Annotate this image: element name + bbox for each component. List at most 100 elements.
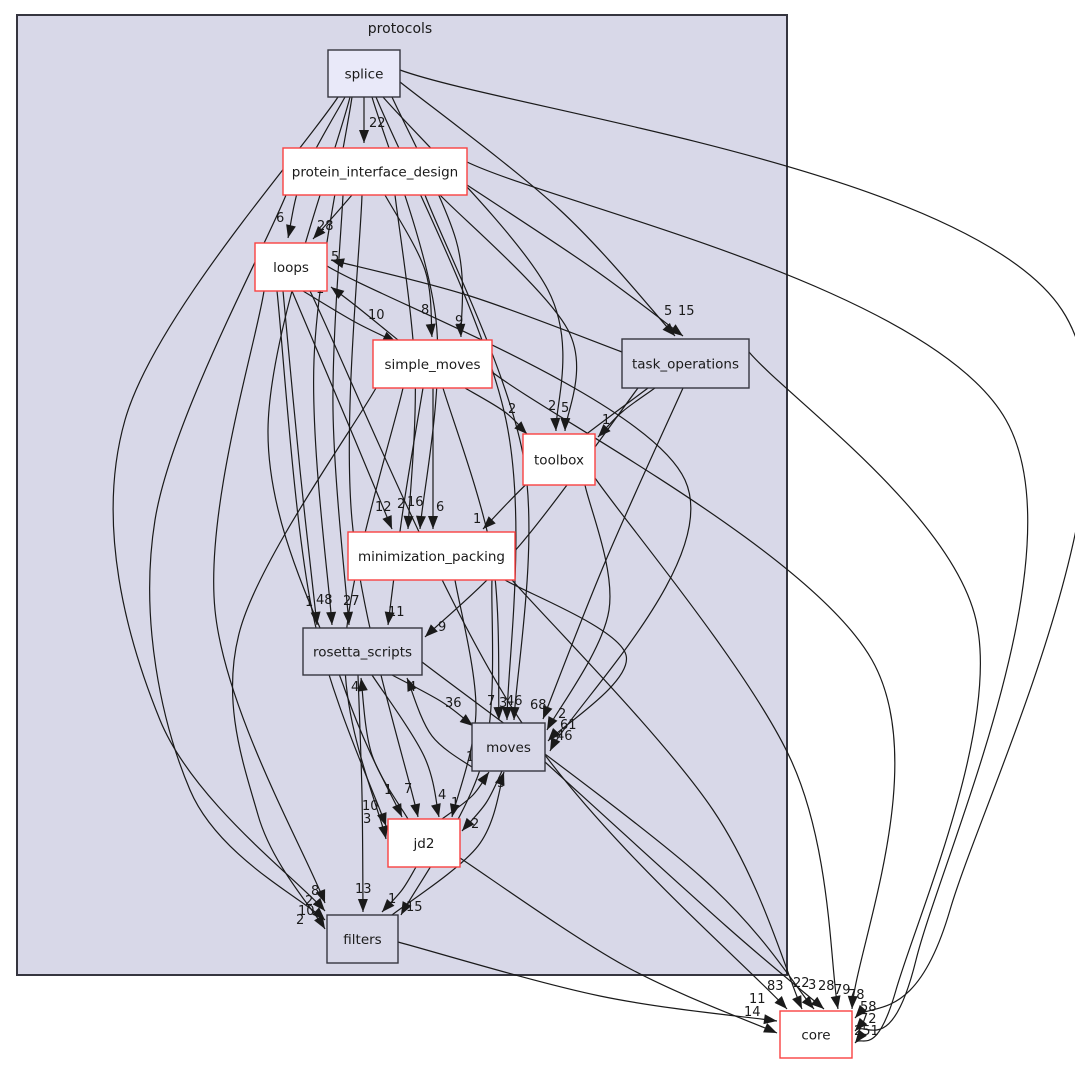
edge-label: 5 [561,401,569,416]
edge-label: 5 [664,304,672,319]
edge-label: 4 [438,788,446,803]
edge-label: 22 [369,116,386,131]
edge-moves-to-core [544,761,825,1010]
cluster-title: protocols [368,21,432,37]
edge-label: 9 [438,620,446,635]
edge-label: 2 [508,402,516,417]
edge-line [748,351,981,1044]
edge-task_operations-to-toolbox [597,387,656,438]
node-box[interactable] [254,242,328,292]
edge-line [357,674,364,913]
edge-line [384,194,433,338]
node-core[interactable]: core [779,1010,853,1059]
edge-label: 1 [602,413,610,428]
edge-label: 13 [355,882,372,897]
node-box[interactable] [372,339,493,389]
arrowhead-icon [830,995,841,1009]
edge-label: 12 [375,500,392,515]
edge-line [459,857,778,1034]
node-simple_moves[interactable]: simple_moves [372,339,493,389]
edge-minimization_packing-to-jd2 [449,579,477,818]
edge-label: 79 [834,983,851,998]
node-label: jd2 [413,836,435,852]
arrowhead-icon [425,624,438,637]
edge-label: 28 [818,979,835,994]
edge-line [382,96,564,432]
edge-splice-to-jd2 [267,96,403,818]
arrowhead-icon [378,825,389,839]
edge-loops-to-filters [213,290,326,904]
node-box[interactable] [282,147,468,196]
edge-label: 10 [298,904,315,919]
edge-line [291,290,393,530]
arrowhead-icon [416,515,426,529]
arrowhead-icon [462,817,475,831]
edge-label: 2 [548,399,556,414]
edge-line [466,184,684,337]
edge-line [594,477,839,1010]
node-minimization_packing[interactable]: minimization_packing [347,531,516,581]
edge-line [406,677,479,772]
node-rosetta_scripts[interactable]: rosetta_scripts [302,627,423,676]
node-box[interactable] [387,818,461,868]
node-box[interactable] [326,914,399,964]
arrowhead-icon [410,803,421,817]
arrowhead-icon [763,1014,777,1025]
edge-label: 83 [767,979,784,994]
edge-label: 1 [473,512,481,527]
node-splice[interactable]: splice [327,49,401,98]
edge-line [399,69,1075,1019]
node-label: splice [345,67,384,83]
edge-rosetta_scripts-to-jd2 [371,674,441,818]
node-jd2[interactable]: jd2 [387,818,461,868]
arrowhead-icon [774,996,787,1009]
node-filters[interactable]: filters [326,914,399,964]
edge-simple_moves-to-filters [231,387,377,930]
edge-label: 11 [388,605,405,620]
node-protein_interface_design[interactable]: protein_interface_design [282,147,468,196]
arrowhead-icon [598,424,611,437]
edge-line [451,579,477,818]
arrowhead-icon [357,678,368,692]
node-box[interactable] [779,1010,853,1059]
node-moves[interactable]: moves [471,722,546,772]
arrowhead-icon [428,516,438,529]
node-box[interactable] [347,531,516,581]
edge-minimization_packing-to-moves [504,579,627,742]
edge-label: 7 [487,694,495,709]
node-loops[interactable]: loops [254,242,328,292]
node-task_operations[interactable]: task_operations [621,338,750,389]
edge-protein_interface_design-to-simple_moves [384,194,436,338]
edge-label: 68 [530,698,547,713]
edge-label: 3 [497,776,505,791]
edge-label-layer: 2262851108951522511221661148271194436734… [276,116,879,1039]
edge-line [511,579,803,1010]
edge-label: 5 [331,250,339,265]
edge-protein_interface_design-to-loops [312,194,353,240]
arrowhead-icon [550,737,561,751]
node-box[interactable] [621,338,750,389]
edge-line [112,96,339,912]
edge-rosetta_scripts-to-core [421,661,815,1010]
edge-line [391,771,505,916]
edge-label: 2 [305,894,313,909]
node-toolbox[interactable]: toolbox [522,433,596,486]
edge-rosetta_scripts-to-filters [357,674,368,913]
node-box[interactable] [302,627,423,676]
arrowhead-icon [514,421,527,434]
arrowhead-icon [326,611,337,625]
edge-rosetta_scripts-to-moves [391,674,474,727]
node-box[interactable] [471,722,546,772]
edge-line [149,194,326,921]
arrowhead-icon [801,995,814,1009]
node-box[interactable] [522,433,596,486]
edge-line [391,96,464,338]
edge-protein_interface_design-to-task_operations [466,184,684,337]
node-box[interactable] [327,49,401,98]
edge-line [439,194,578,432]
edge-label: 46 [556,729,573,744]
edge-label: 11 [749,992,766,1007]
